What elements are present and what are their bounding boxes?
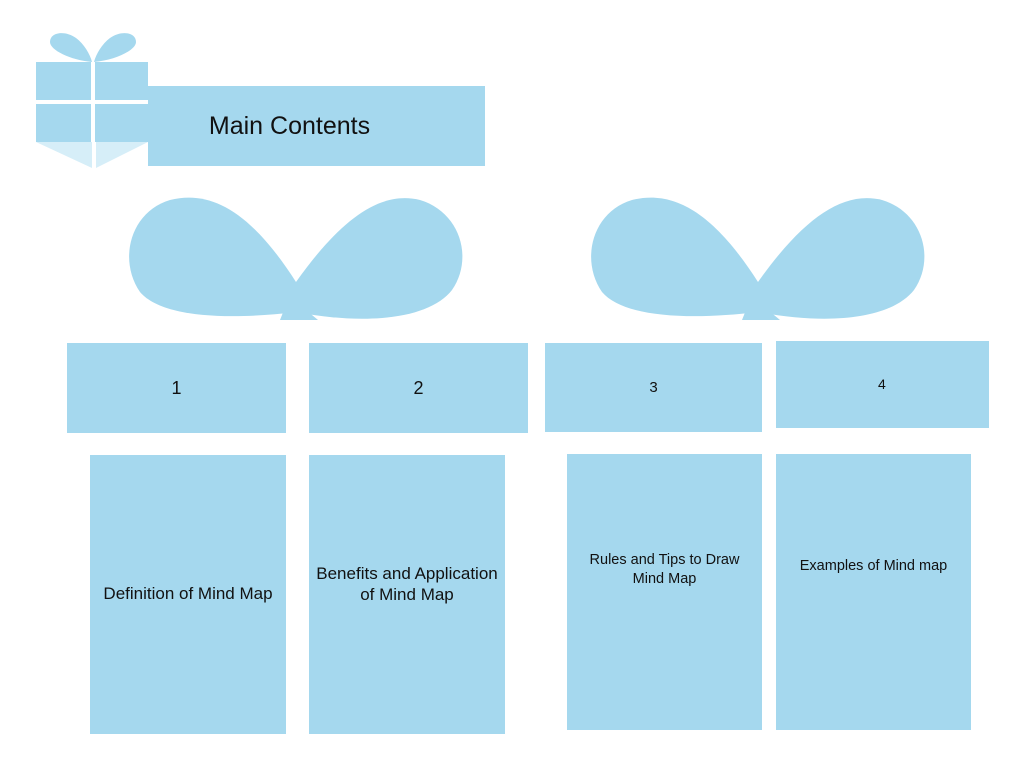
gift-box-3: Rules and Tips to Draw Mind Map: [567, 454, 762, 730]
gift-text-1: Definition of Mind Map: [103, 584, 273, 603]
gift-lid-4: 4: [776, 341, 989, 428]
page-title: Main Contents: [208, 111, 371, 140]
gift-text-4: Examples of Mind map: [799, 557, 948, 574]
gift-number-1: 1: [171, 377, 182, 398]
gift-lid-1: 1: [67, 343, 286, 433]
gift-box-1: Definition of Mind Map: [90, 455, 286, 734]
gift-text-2: Benefits and Application of Mind Map: [316, 563, 498, 604]
gift-text-3: Rules and Tips to Draw Mind Map: [589, 552, 740, 587]
gift-number-2: 2: [413, 377, 424, 398]
bow-decoration-left: [129, 197, 463, 320]
gift-icon: [36, 33, 148, 168]
gift-box-2: Benefits and Application of Mind Map: [309, 455, 505, 734]
gift-number-3: 3: [649, 379, 658, 396]
gift-lid-2: 2: [309, 343, 528, 433]
gift-box-4: Examples of Mind map: [776, 454, 971, 730]
gift-lid-3: 3: [545, 343, 762, 432]
title-banner: Main Contents: [148, 86, 485, 166]
bow-decoration-right: [591, 197, 925, 320]
gift-number-4: 4: [878, 376, 886, 392]
